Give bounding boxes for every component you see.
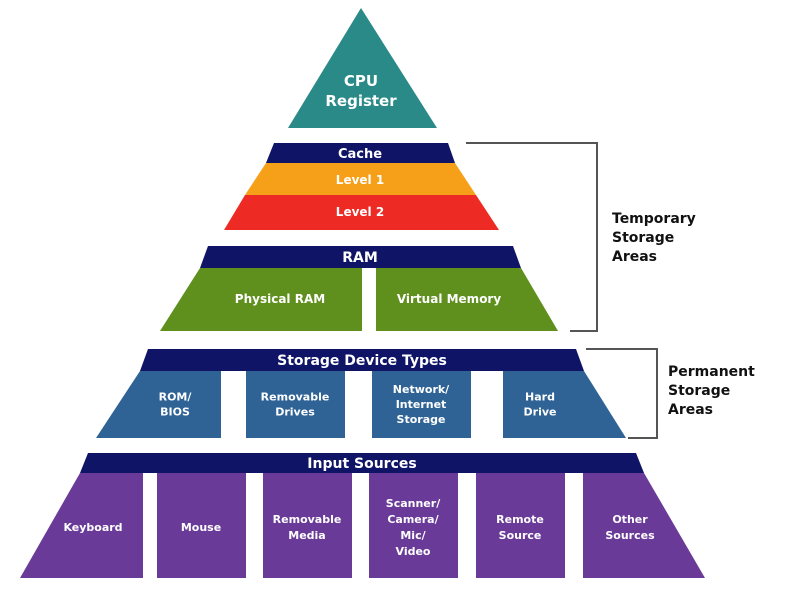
storage-item-2-line-0: Network/ [393,383,450,396]
cache-level1-label: Level 1 [336,173,384,187]
storage-item-rom-bios [96,371,221,438]
cpu-label-line2: Register [325,92,397,110]
storage-title-band [140,349,584,371]
input-item-3-line-3: Video [396,545,431,558]
input-item-5-line-0: Other [612,513,648,526]
input-tier: Input Sources Keyboard Mouse RemovableMedi… [20,453,705,578]
storage-item-2-line-1: Internet [396,398,447,411]
storage-title: Storage Device Types [277,353,447,369]
permanent-label-line3: Areas [668,402,713,418]
permanent-label-line2: Storage [668,383,730,399]
ram-title-band [200,246,521,268]
input-item-2-line-0: Removable [273,513,342,526]
physical-ram-label: Physical RAM [235,292,325,306]
cache-level1-band [245,163,476,195]
virtual-memory-label: Virtual Memory [397,292,502,306]
input-item-3-line-0: Scanner/ [386,497,441,510]
cpu-triangle [288,8,437,128]
storage-item-removable-drives [246,371,345,438]
cpu-label-line1: CPU [344,72,378,90]
temporary-storage-bracket: Temporary Storage Areas [466,142,696,332]
permanent-label-line1: Permanent [668,364,755,380]
input-item-mouse [157,473,246,578]
storage-item-3-line-0: Hard [525,391,555,404]
storage-item-1-line-1: Drives [275,406,315,419]
temporary-bracket-line [466,142,598,332]
temporary-label-line3: Areas [612,249,657,265]
cache-tier: Cache Level 1 Level 2 [224,143,499,230]
virtual-memory-block [376,268,558,331]
storage-item-2-line-2: Storage [397,413,446,426]
input-item-3-line-2: Mic/ [400,529,426,542]
cache-level2-label: Level 2 [336,205,384,219]
input-item-keyboard [20,473,143,578]
physical-ram-block [160,268,362,331]
cpu-register-tier: CPU Register [288,8,437,128]
storage-tier: Storage Device Types ROM/BIOS RemovableDr… [96,349,626,438]
storage-item-3-line-1: Drive [524,406,557,419]
storage-item-0-line-0: ROM/ [159,391,193,404]
temporary-label-line1: Temporary [612,211,696,227]
ram-tier: RAM Physical RAM Virtual Memory [160,246,558,331]
input-item-3-line-1: Camera/ [387,513,439,526]
input-item-remote-source [476,473,565,578]
input-item-removable-media [263,473,352,578]
input-title: Input Sources [307,456,416,472]
input-item-5-line-1: Sources [605,529,655,542]
input-item-1-line-0: Mouse [181,521,221,534]
temporary-label-line2: Storage [612,230,674,246]
storage-item-network-storage [372,371,471,438]
storage-item-0-line-1: BIOS [160,406,190,419]
input-item-4-line-0: Remote [496,513,544,526]
permanent-storage-bracket: Permanent Storage Areas [586,348,755,439]
input-item-scanner-camera [369,473,458,578]
input-item-4-line-1: Source [499,529,542,542]
input-item-2-line-1: Media [288,529,325,542]
storage-item-hard-drive [503,371,626,438]
storage-item-1-line-0: Removable [261,391,330,404]
cache-title-band [266,143,455,163]
permanent-bracket-line [586,348,658,439]
cache-level2-band [224,195,499,230]
input-item-other-sources [583,473,705,578]
ram-title: RAM [342,250,378,266]
input-item-0-line-0: Keyboard [63,521,122,534]
cache-title: Cache [338,147,382,162]
input-title-band [80,453,644,473]
